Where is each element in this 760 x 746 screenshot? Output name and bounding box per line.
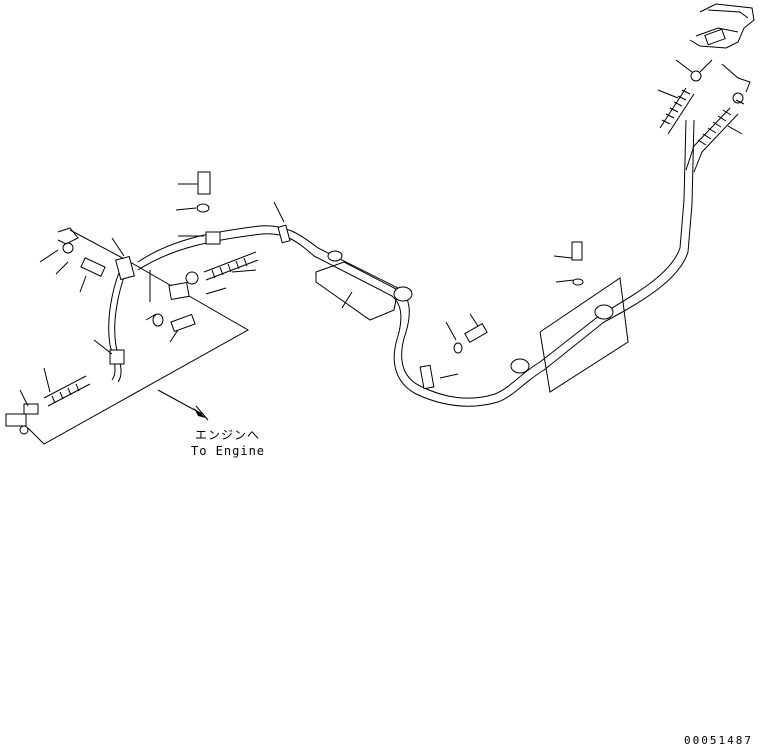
wire-harness	[108, 119, 695, 407]
bolts	[62, 171, 584, 354]
drawing-id: 00051487	[684, 734, 753, 746]
left-parts	[5, 227, 259, 435]
to-engine-english-label: To Engine	[191, 444, 266, 458]
leader-lines	[19, 59, 745, 407]
upper-connectors	[659, 70, 744, 173]
to-engine-japanese-label: エンジンへ	[195, 428, 261, 442]
top-bracket	[689, 3, 755, 49]
guide-lines	[27, 59, 751, 445]
to-engine-arrow	[157, 389, 209, 421]
harness-clamps	[277, 224, 614, 390]
